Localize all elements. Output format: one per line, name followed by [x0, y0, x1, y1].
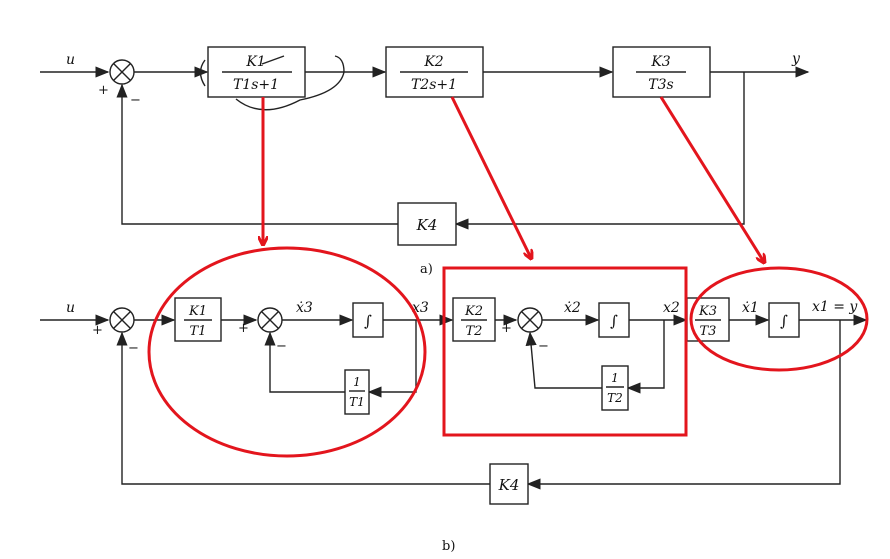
a-block-3-num: K3	[650, 54, 670, 70]
a-feedback-line-right	[454, 72, 745, 230]
a-block-1-den: T1s+1	[233, 77, 279, 93]
b-gain-2-den: T2	[466, 324, 483, 339]
b-gain-3-num: K3	[698, 304, 717, 319]
a-feedback-block	[397, 202, 457, 246]
a-feedback-label: K4	[416, 216, 438, 234]
b-x2dot-label: ẋ2	[564, 300, 581, 316]
b-summing-junction-main	[109, 307, 135, 333]
b-fb-block-1-den: T1	[349, 395, 365, 409]
b-integrator-1-symbol: ∫	[364, 312, 372, 330]
b-feedback-label: K4	[498, 476, 520, 494]
a-block-3-den: T3s	[648, 77, 673, 93]
diagram-a: u + − K1 T1s+1 K2 T2s+1 K3 T3s y	[40, 46, 810, 277]
diagram-b: u + − K1 T1 + − ẋ3 ∫ x3 1	[40, 297, 868, 554]
b-gain-1-den: T1	[190, 324, 207, 339]
b-fb-block-2-num: 1	[611, 371, 619, 385]
b-sum2-plus: +	[501, 321, 512, 336]
a-block-2-den: T2s+1	[411, 77, 457, 93]
b-fb-block-1	[344, 369, 370, 415]
b-integrator-3	[768, 302, 800, 338]
red-annotations	[147, 96, 869, 458]
a-feedback-line-left	[116, 83, 398, 225]
b-integrator-3-symbol: ∫	[780, 312, 788, 330]
b-sum1-plus: +	[238, 321, 249, 336]
red-box-block-2	[442, 266, 688, 437]
a-block-1-num: K1	[245, 54, 265, 70]
a-scribble-left	[199, 59, 206, 87]
red-arrow-3	[659, 96, 764, 262]
b-sum1-minus: −	[276, 339, 287, 354]
b-fb-block-2-den: T2	[607, 391, 623, 405]
a-sum-minus: −	[130, 93, 141, 108]
b-summing-junction-2	[517, 307, 543, 333]
b-x3dot-label: ẋ3	[296, 300, 313, 316]
b-gain-3-den: T3	[700, 324, 717, 339]
a-summing-junction	[109, 59, 135, 85]
b-gain-1-num: K1	[188, 304, 207, 319]
a-input-label: u	[66, 52, 75, 68]
b-input-label: u	[66, 300, 75, 316]
b-x2-label: x2	[663, 300, 680, 316]
a-block-2-num: K2	[423, 54, 443, 70]
a-caption: a)	[420, 262, 433, 277]
b-fb-block-2	[601, 365, 629, 411]
b-integrator-2-symbol: ∫	[610, 312, 618, 330]
b-summing-junction-1	[257, 307, 283, 333]
red-arrow-2	[450, 96, 531, 258]
b-caption: b)	[442, 539, 455, 554]
b-fb-block-1-num: 1	[353, 375, 361, 389]
b-integrator-2	[598, 302, 630, 338]
b-sum2-minus: −	[538, 339, 549, 354]
a-output-label: y	[791, 51, 801, 67]
b-main-minus: −	[128, 341, 139, 356]
b-output-label: x1 = y	[812, 299, 858, 315]
b-gain-2-num: K2	[464, 304, 483, 319]
red-ellipse-block-3	[689, 266, 869, 372]
b-x1dot-label: ẋ1	[742, 300, 759, 316]
b-input-plus: +	[92, 323, 103, 338]
red-ellipse-block-1	[147, 246, 427, 458]
a-sum-plus: +	[98, 83, 109, 98]
a-scribble-strike	[261, 55, 285, 65]
b-x3-label: x3	[412, 300, 429, 316]
